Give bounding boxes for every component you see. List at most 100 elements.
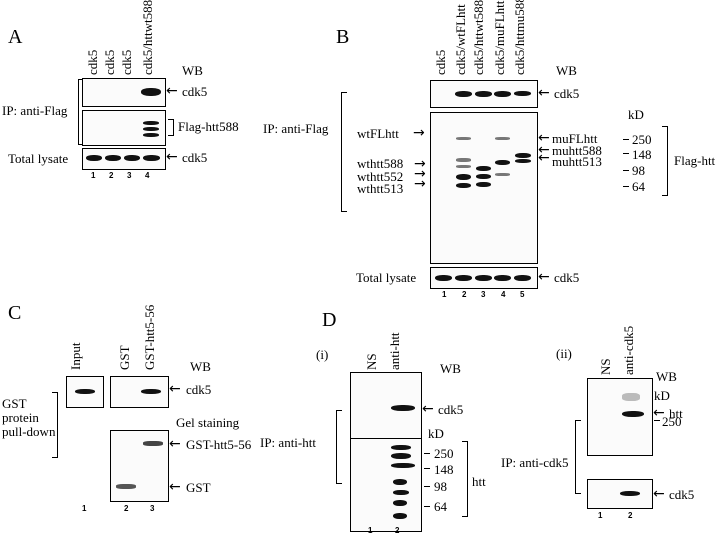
band [622, 411, 644, 417]
bracket [52, 392, 58, 458]
band [514, 275, 531, 281]
marker-tick [623, 186, 629, 187]
panel-c-gst-htt: GST-htt5-56 [186, 437, 252, 452]
panel-b-cdk5-top: cdk5 [554, 86, 580, 101]
panel-c-gel-staining: Gel staining [176, 415, 240, 430]
arrow-icon: ← [422, 401, 434, 417]
panel-b-cdk5-bottom: cdk5 [554, 270, 580, 285]
arrow-icon: ← [169, 381, 181, 397]
panel-c-gst: GST [186, 480, 211, 495]
band [391, 453, 411, 459]
band [494, 275, 511, 281]
panel-d-ii-kd: kD [654, 388, 670, 403]
band [141, 389, 161, 394]
lane-number: 3 [481, 290, 486, 299]
panel-d-i-wb: WB [440, 361, 461, 376]
band [515, 153, 531, 158]
band [494, 91, 511, 97]
band [475, 275, 492, 281]
bracket [662, 126, 668, 196]
panel-b-wb-label: WB [556, 63, 577, 78]
panel-c-wb: WB [190, 359, 211, 374]
lane-number: 4 [145, 171, 150, 180]
bracket [575, 420, 581, 494]
marker-tick [424, 506, 430, 507]
band [622, 393, 640, 401]
panel-b-cdk5-blot [430, 80, 538, 108]
panel-b-ip-label: IP: anti-Flag [263, 121, 329, 136]
arrow-icon: ← [169, 436, 181, 452]
panel-d-i-marker-148: 148 [434, 462, 454, 477]
band [495, 137, 510, 140]
panel-b-lane-label-3: cdk5/httwt588 [471, 0, 486, 75]
band [393, 500, 407, 506]
panel-b-total-lysate: Total lysate [356, 270, 417, 285]
panel-b-marker-98: 98 [632, 163, 645, 178]
lane-number: 1 [82, 504, 87, 513]
panel-b-marker-64: 64 [632, 179, 645, 194]
band [391, 463, 415, 468]
band [456, 183, 471, 188]
band [143, 121, 159, 125]
marker-tick [424, 453, 430, 454]
panel-d-i-lane-ns: NS [364, 353, 379, 370]
panel-d-ii-ip: IP: anti-cdk5 [501, 455, 569, 470]
panel-c-gel [110, 430, 169, 502]
marker-tick [424, 486, 430, 487]
panel-d-i-htt-blot [350, 438, 422, 532]
arrow-icon: → [414, 176, 426, 192]
panel-b-marker-250: 250 [632, 132, 652, 147]
bracket [168, 119, 174, 136]
band [495, 160, 510, 165]
arrow-icon: ← [166, 149, 178, 165]
panel-b-right-label-3: muhtt513 [552, 154, 602, 169]
panel-d-i-ip: IP: anti-htt [260, 435, 316, 450]
arrow-icon: → [414, 166, 426, 182]
marker-tick [424, 468, 430, 469]
panel-a-lane-label-4: cdk5/httwt588 [140, 0, 155, 75]
panel-b-letter: B [336, 26, 350, 48]
band [620, 491, 640, 496]
band [456, 174, 471, 180]
panel-b-flag-htt: Flag-htt [674, 153, 716, 168]
panel-b-left-label-2: wthtt588 [357, 156, 404, 171]
panel-a-letter: A [8, 26, 23, 48]
lane-number: 5 [520, 290, 525, 299]
panel-b-ip-blot [430, 112, 538, 264]
panel-d-sub-i: (i) [316, 347, 329, 362]
band [476, 182, 491, 187]
bracket [336, 410, 342, 484]
arrow-icon: ← [538, 142, 550, 158]
band [143, 133, 159, 137]
panel-b-left-label-3: wthtt552 [357, 169, 404, 184]
panel-a-total-lysate: Total lysate [8, 151, 69, 166]
lane-number: 1 [442, 290, 447, 299]
arrow-icon: ← [169, 479, 181, 495]
arrow-icon: ← [166, 83, 178, 99]
panel-d-ii-cdk5: cdk5 [669, 487, 695, 502]
arrow-icon: → [413, 125, 425, 141]
panel-b-right-label-2: muhtt588 [552, 143, 602, 158]
panel-a-cdk5-label-2: cdk5 [182, 150, 208, 165]
lane-number: 1 [598, 511, 603, 520]
panel-d-i-htt: htt [472, 474, 486, 489]
panel-d-ii-lane-ns: NS [598, 358, 613, 375]
panel-d-i-lane-anti-htt: anti-htt [387, 332, 402, 370]
band [86, 155, 102, 161]
lane-number: 2 [109, 171, 114, 180]
panel-b-kd: kD [628, 107, 644, 122]
lane-number: 4 [501, 290, 506, 299]
band [456, 158, 471, 162]
panel-d-i-marker-98: 98 [434, 479, 447, 494]
lane-number: 2 [124, 504, 129, 513]
panel-b-lysate-blot [430, 267, 538, 289]
band [393, 479, 407, 485]
panel-d-i-cdk5-blot [350, 372, 422, 440]
panel-a-ip-flag-blot [82, 110, 166, 146]
band [476, 174, 491, 179]
band [141, 88, 161, 96]
lane-number: 3 [127, 171, 132, 180]
panel-a-flag-label: Flag-htt588 [178, 119, 239, 134]
panel-c-lane-input: Input [68, 342, 83, 370]
band [124, 155, 140, 161]
